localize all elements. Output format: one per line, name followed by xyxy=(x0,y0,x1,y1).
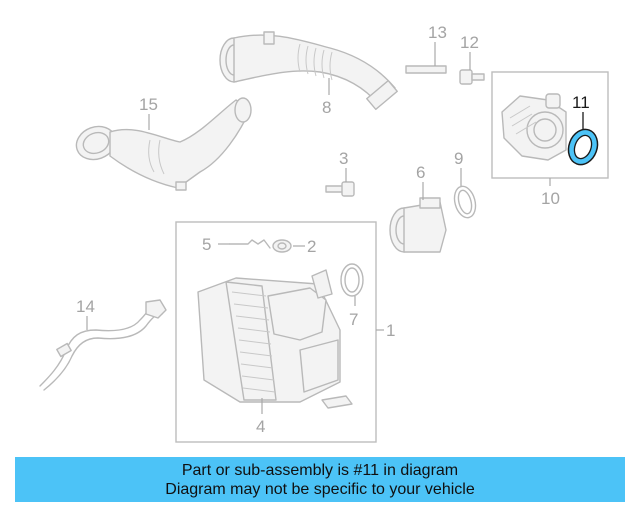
banner-line-1: Part or sub-assembly is #11 in diagram xyxy=(181,461,459,479)
banner-line-2: Diagram may not be specific to your vehi… xyxy=(165,480,475,498)
part-7-seal[interactable] xyxy=(340,263,364,297)
callout-15: 15 xyxy=(139,95,158,114)
callout-2: 2 xyxy=(307,237,316,256)
parts-diagram: 8 13 12 11 10 15 3 xyxy=(39,23,609,443)
part-11-gasket[interactable] xyxy=(564,125,603,168)
part-5-bracket[interactable] xyxy=(229,239,271,249)
callout-3: 3 xyxy=(339,149,348,168)
frame-1 xyxy=(175,221,377,443)
part-2-grommet[interactable] xyxy=(272,239,292,253)
part-14-hose[interactable] xyxy=(39,299,167,391)
part-15-duct[interactable] xyxy=(72,97,252,191)
callout-4: 4 xyxy=(256,417,265,436)
callout-14: 14 xyxy=(76,297,95,316)
callout-9: 9 xyxy=(454,149,463,168)
callout-7: 7 xyxy=(349,310,358,329)
info-banner: Part or sub-assembly is #11 in diagram D… xyxy=(15,457,625,502)
part-13-strip[interactable] xyxy=(405,65,447,74)
part-9-clamp[interactable] xyxy=(451,184,479,220)
part-3-bolt[interactable] xyxy=(325,181,355,197)
callout-5: 5 xyxy=(202,235,211,254)
callout-11: 11 xyxy=(572,93,590,112)
part-6-sensor-housing[interactable] xyxy=(389,197,447,253)
callout-12: 12 xyxy=(460,33,479,52)
callout-8: 8 xyxy=(322,98,331,117)
part-4-air-cleaner[interactable] xyxy=(197,269,353,409)
callout-13: 13 xyxy=(428,23,447,42)
part-8-intake-hose[interactable] xyxy=(219,31,398,111)
callout-1: 1 xyxy=(386,321,395,340)
callout-10: 10 xyxy=(541,189,560,208)
part-10-throttle-body[interactable] xyxy=(501,93,567,161)
part-12-bolt[interactable] xyxy=(459,69,485,85)
callout-6: 6 xyxy=(416,163,425,182)
